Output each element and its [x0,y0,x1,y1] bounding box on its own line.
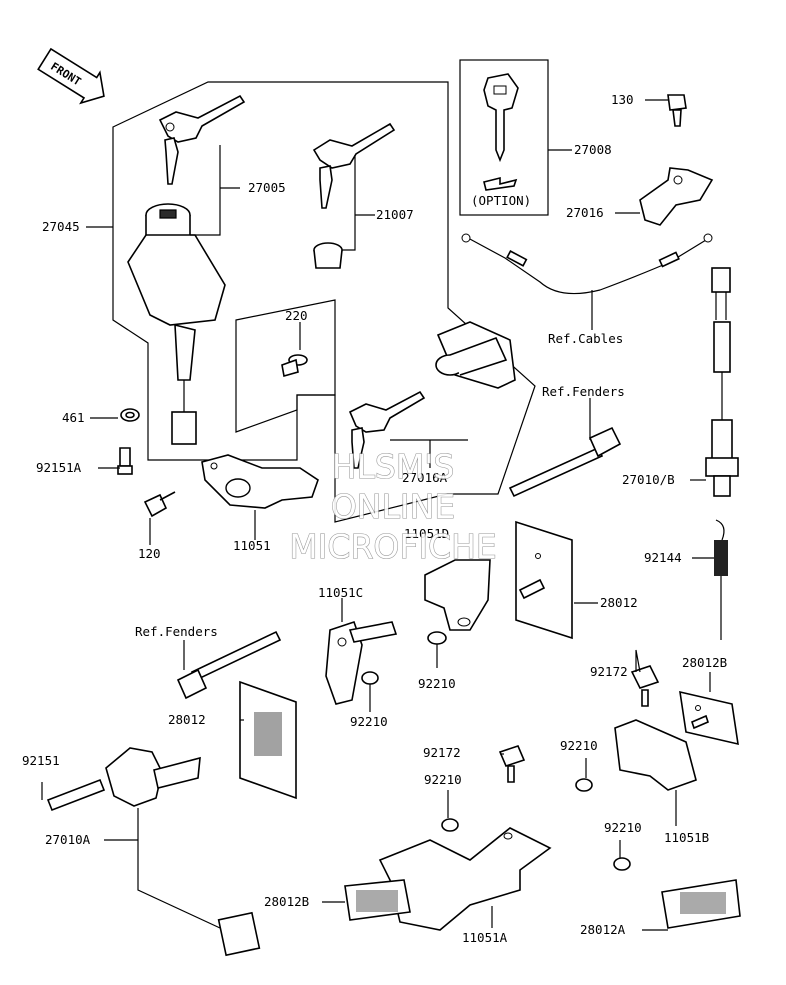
label-27010B: 27010/B [622,472,675,487]
switch-27010A [46,747,261,957]
label-92210-a: 92210 [418,676,456,691]
label-28012A: 28012A [580,922,626,937]
bracket-11051C [325,620,398,705]
spring-92144 [714,519,728,640]
label-27045: 27045 [42,219,80,234]
label-92172-a: 92172 [590,664,628,679]
watermark-line-2: ONLINE [331,487,455,526]
seat-lock-27016A [348,321,516,469]
option-label: (OPTION) [471,193,531,208]
assembly-frame-27045 [112,81,536,523]
label-11051B: 11051B [664,830,709,845]
label-11051D: 11051D [404,526,449,541]
label-120: 120 [138,546,161,561]
bracket-11051B [575,665,697,792]
bolt-130 [667,94,687,127]
label-92210-c: 92210 [560,738,598,753]
bolt-92151A [117,447,133,475]
label-11051: 11051 [233,538,271,553]
label-27016A: 27016A [402,470,448,485]
ignition-switch-27045 [127,203,226,445]
bracket-11051 [201,454,319,509]
watermark-line-3: MICROFICHE [289,527,497,566]
leader-lines [41,99,714,931]
label-92210-e: 92210 [604,820,642,835]
bracket-27016 [639,167,714,226]
label-220: 220 [285,308,308,323]
label-461: 461 [62,410,85,425]
screw-120 [143,491,176,518]
label-ref-cables: Ref.Cables [548,331,623,346]
long-bolt-lower [176,630,282,700]
reflector-28012B-upper [679,690,739,746]
label-92172-b: 92172 [423,745,461,760]
long-bolt-upper [508,426,622,498]
screw-220 [281,354,308,378]
label-92151: 92151 [22,753,60,768]
reflector-28012B-lower [344,879,411,921]
label-21007: 21007 [376,207,414,222]
bracket-11051A [378,745,552,931]
label-92151A: 92151A [36,460,82,475]
label-92210-b: 92210 [350,714,388,729]
label-27010A: 27010A [45,832,91,847]
label-28012B-upper: 28012B [682,655,727,670]
cable-ref [461,233,713,295]
label-28012-lower: 28012 [168,712,206,727]
key-subframe [235,299,336,433]
reflector-28012-upper [515,520,573,640]
bracket-11051D [424,559,491,645]
part-labels: 27045 27005 21007 220 461 92151A 120 110… [22,92,727,945]
label-130: 130 [611,92,634,107]
watermark: HLSM'S ONLINE MICROFICHE [289,446,498,566]
switch-27010B [705,267,739,497]
label-92144: 92144 [644,550,682,565]
reflector-28012A [613,857,741,929]
label-27005: 27005 [248,180,286,195]
watermark-line-1: HLSM'S [332,447,455,486]
label-92210-d: 92210 [424,772,462,787]
label-28012-upper: 28012 [600,595,638,610]
label-27008: 27008 [574,142,612,157]
option-key-27008 [483,73,519,191]
label-11051A: 11051A [462,930,508,945]
label-27016: 27016 [566,205,604,220]
label-ref-fenders-upper: Ref.Fenders [542,384,625,399]
label-28012B-lower: 28012B [264,894,309,909]
key-set-21007 [312,122,396,269]
washer-461 [120,408,140,422]
reflector-28012-lower [239,680,297,800]
front-arrow-icon: FRONT [37,47,105,105]
label-ref-fenders-lower: Ref.Fenders [135,624,218,639]
ignition-key-27005 [158,94,246,185]
label-11051C: 11051C [318,585,363,600]
option-box [459,59,549,216]
